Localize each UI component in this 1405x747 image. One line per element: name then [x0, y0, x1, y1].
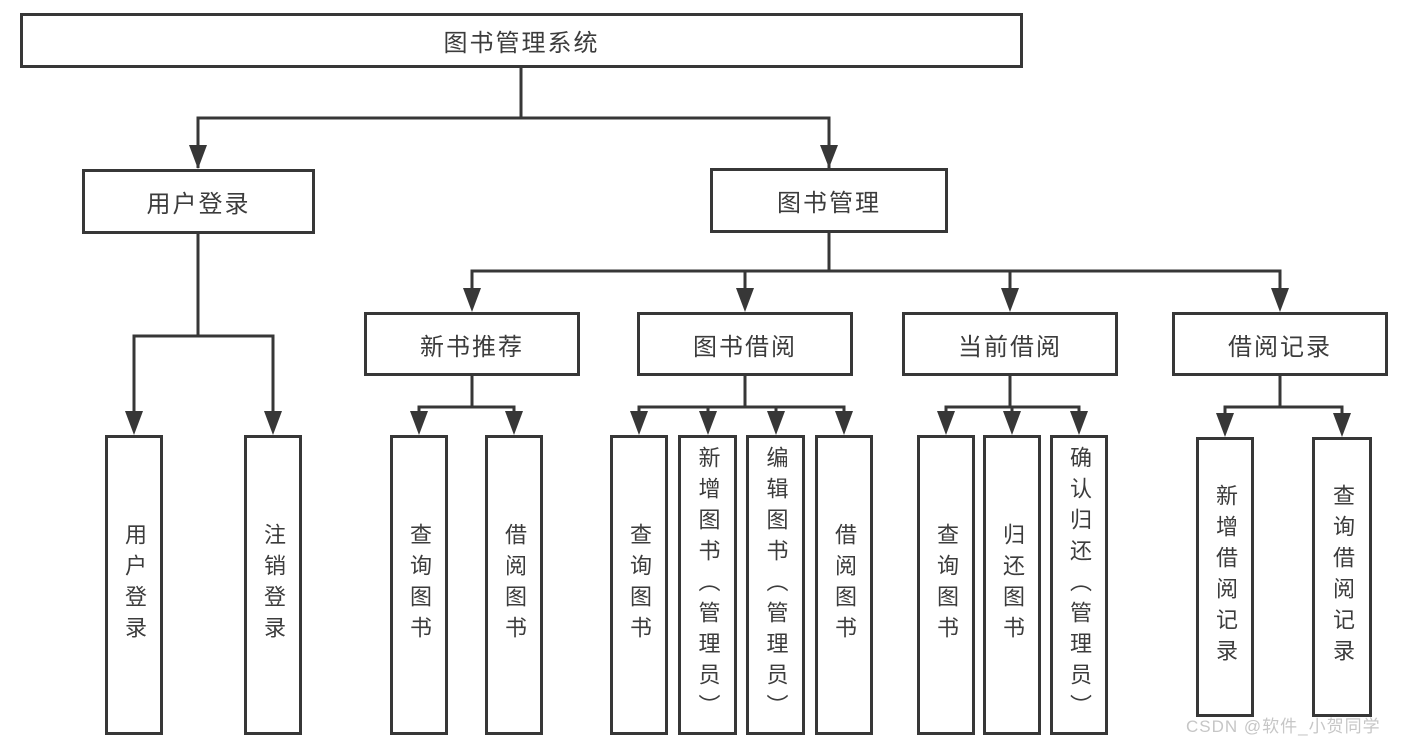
leaf-confirm-return-admin: 确认归还（管理员）	[1050, 435, 1108, 735]
leaf-query-borrow-record: 查询借阅记录	[1312, 437, 1372, 717]
leaf-label: 新增借阅记录	[1213, 484, 1238, 670]
node-user-login: 用户登录	[82, 169, 315, 234]
node-book-borrowing: 图书借阅	[637, 312, 853, 376]
leaf-add-borrow-record: 新增借阅记录	[1196, 437, 1254, 717]
leaf-label: 查询图书	[934, 523, 959, 647]
node-label: 用户登录	[146, 191, 251, 218]
node-current-borrowing: 当前借阅	[902, 312, 1118, 376]
node-label: 借阅记录	[1228, 333, 1332, 361]
node-library-management-system: 图书管理系统	[20, 13, 1023, 68]
arrowhead-icons	[125, 145, 1351, 437]
leaf-label: 查询图书	[407, 523, 432, 647]
leaf-borrow-books-2: 借阅图书	[815, 435, 873, 735]
leaf-user-login: 用户登录	[105, 435, 163, 735]
leaf-label: 新增图书（管理员）	[695, 445, 721, 725]
leaf-logout: 注销登录	[244, 435, 302, 735]
leaf-label: 确认归还（管理员）	[1067, 445, 1092, 725]
leaf-label: 查询借阅记录	[1330, 484, 1355, 670]
leaf-label: 归还图书	[1000, 523, 1025, 647]
leaf-label: 用户登录	[122, 523, 147, 647]
leaf-query-books-1: 查询图书	[390, 435, 448, 735]
leaf-return-book: 归还图书	[983, 435, 1041, 735]
node-label: 新书推荐	[420, 333, 524, 361]
node-new-book-recommendation: 新书推荐	[364, 312, 580, 376]
leaf-label: 编辑图书（管理员）	[763, 445, 789, 725]
node-book-management: 图书管理	[710, 168, 948, 233]
leaf-query-books-3: 查询图书	[917, 435, 975, 735]
node-label: 当前借阅	[958, 333, 1062, 361]
node-label: 图书借阅	[693, 333, 797, 361]
leaf-query-books-2: 查询图书	[610, 435, 668, 735]
node-borrowing-records: 借阅记录	[1172, 312, 1388, 376]
leaf-add-book-admin: 新增图书（管理员）	[678, 435, 737, 735]
leaf-borrow-books-1: 借阅图书	[485, 435, 543, 735]
leaf-label: 注销登录	[261, 523, 286, 647]
leaf-edit-book-admin: 编辑图书（管理员）	[746, 435, 805, 735]
leaf-label: 借阅图书	[832, 523, 857, 647]
node-label: 图书管理	[777, 190, 881, 217]
leaf-label: 借阅图书	[502, 523, 527, 647]
node-label: 图书管理系统	[443, 30, 600, 57]
leaf-label: 查询图书	[627, 523, 652, 647]
watermark: CSDN @软件_小贺同学	[1186, 717, 1381, 736]
